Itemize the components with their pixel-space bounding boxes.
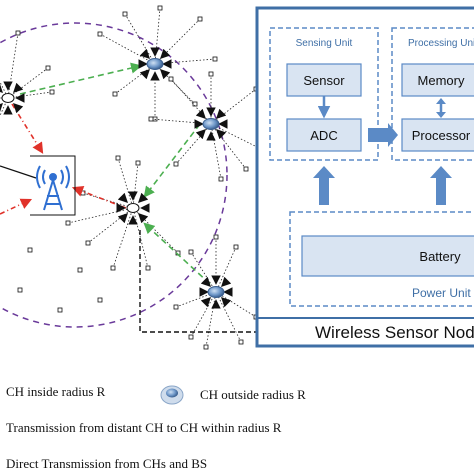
sensor-box — [286, 63, 362, 97]
sensor-to-ch-link — [7, 91, 53, 99]
sensor-to-ch-link — [7, 32, 19, 99]
sensor-to-ch-link — [210, 123, 247, 170]
green-link-ch4-ch5 — [143, 222, 211, 285]
sensor-node — [65, 220, 71, 226]
sensor-to-ch-link — [67, 207, 134, 224]
sensor-node — [218, 176, 224, 182]
sensor-node — [122, 11, 128, 17]
adc-to-processor-arrow — [368, 123, 398, 147]
sensor-node — [238, 339, 244, 345]
sensor-to-ch-link — [114, 63, 156, 95]
processing-unit-frame — [391, 27, 474, 161]
processing-unit-title: Processing Unit — [408, 38, 474, 49]
power-unit-title: Power Unit — [412, 286, 471, 300]
sensor-node — [112, 91, 118, 97]
red-link-left-bs — [0, 198, 33, 215]
sensor-to-ch-link — [154, 63, 196, 105]
power-to-processor-arrow — [430, 166, 452, 205]
sensor-node — [188, 249, 194, 255]
sensor-to-ch-link — [132, 162, 139, 209]
legend-ch-outside: CH outside radius R — [200, 387, 306, 402]
sensor-node — [148, 116, 154, 122]
legend-ch-outside-icon — [160, 385, 184, 405]
adc-label: ADC — [310, 128, 337, 143]
sensor-node — [197, 16, 203, 22]
battery-label: Battery — [419, 249, 461, 264]
memory-label: Memory — [418, 73, 465, 88]
memory-box — [401, 63, 474, 97]
sensor-node — [188, 334, 194, 340]
sensor-node — [135, 160, 141, 166]
power-to-adc-arrow — [313, 166, 335, 205]
sensor-node — [213, 234, 219, 240]
sensor-to-ch-link — [210, 123, 262, 150]
sensor-label: Sensor — [303, 73, 345, 88]
green-links — [19, 62, 211, 285]
sensor-node — [243, 166, 249, 172]
sensor-node — [27, 247, 33, 253]
legend: CH inside radius R CH outside radius R T… — [6, 384, 306, 471]
sensor-node — [157, 5, 163, 11]
sensor-node — [97, 297, 103, 303]
sensor-node — [49, 89, 55, 95]
sensor-node — [115, 155, 121, 161]
processor-label: Processor — [412, 128, 471, 143]
radius-r-circle — [0, 22, 228, 328]
sensor-to-ch-link — [215, 246, 237, 293]
sensor-to-ch-link — [210, 88, 257, 125]
bs-tower-icon — [36, 165, 70, 211]
cluster-head-ch-right — [194, 107, 228, 141]
sensor-to-ch-link — [124, 13, 156, 65]
green-link-ch1-ch3 — [19, 62, 143, 95]
sensor-node — [212, 56, 218, 62]
green-link-ch3-ch5 — [143, 123, 201, 198]
sensor-to-ch-link — [99, 33, 156, 65]
power-unit-frame — [289, 211, 474, 307]
sensing-unit-title: Sensing Unit — [296, 38, 353, 49]
adc-box — [286, 118, 362, 152]
battery-box — [301, 235, 474, 277]
base-station — [0, 155, 76, 216]
sensor-to-ch-link — [215, 291, 257, 318]
cluster-head-ch-top-center — [138, 47, 172, 81]
sensor-node-links — [0, 5, 264, 350]
legend-ch-inside: CH inside radius R — [6, 384, 106, 399]
sensor-node — [85, 240, 91, 246]
sensor-to-ch-link — [175, 123, 212, 165]
sensor-node — [173, 161, 179, 167]
sensor-node — [45, 65, 51, 71]
sensor-node — [110, 265, 116, 271]
sensor-node — [173, 304, 179, 310]
sensor-node — [233, 244, 239, 250]
cluster-head-ch-bottom — [199, 275, 233, 309]
sensor-node — [17, 287, 23, 293]
sensor-node — [203, 344, 209, 350]
wsn-title: Wireless Sensor Node — [315, 323, 474, 342]
sensor-to-ch-link — [190, 291, 217, 338]
sensor-node — [208, 71, 214, 77]
cluster-head-ch-center — [116, 191, 150, 225]
sensor-node — [57, 307, 63, 313]
sensor-node — [145, 265, 151, 271]
cluster-heads — [0, 47, 233, 309]
legend-transmission-distant: Transmission from distant CH to CH withi… — [6, 420, 282, 435]
sensor-to-ch-link — [154, 7, 161, 65]
legend-direct-transmission: Direct Transmission from CHs and BS — [6, 456, 207, 471]
red-link-ch5-bs — [71, 185, 127, 209]
processor-box — [401, 118, 474, 152]
sensor-node — [15, 30, 21, 36]
sensor-node — [168, 76, 174, 82]
sensor-to-ch-link — [87, 207, 134, 244]
cluster-head-ch-top-left — [0, 81, 25, 115]
sensor-to-ch-link — [7, 67, 49, 99]
red-link-ch1-bs — [11, 103, 44, 154]
sensor-to-ch-link — [0, 97, 9, 117]
sensor-to-ch-link — [190, 251, 217, 293]
sensor-node — [77, 267, 83, 273]
red-links — [0, 103, 127, 215]
sensor-node — [97, 31, 103, 37]
wireless-sensor-node-block: Sensing Unit Processing Unit Sensor ADC … — [255, 6, 474, 348]
